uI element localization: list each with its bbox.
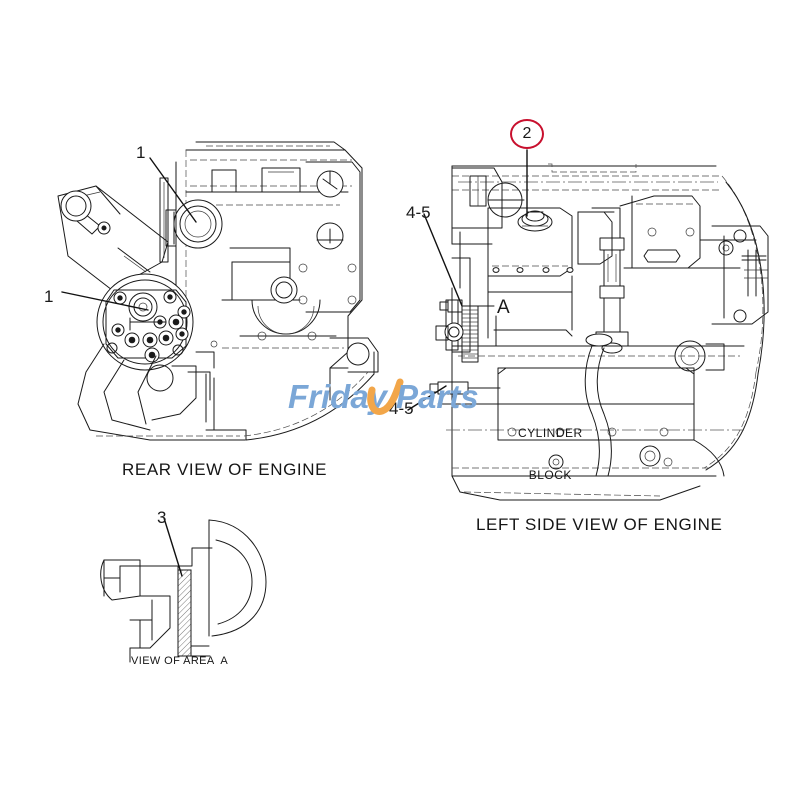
left-side-view-title: LEFT SIDE VIEW OF ENGINE <box>476 515 723 534</box>
callout-1-top: 1 <box>136 143 146 162</box>
callout-2-badge: 2 <box>510 119 544 149</box>
callout-4-5-top: 4-5 <box>406 203 431 222</box>
area-a-leaders <box>163 517 183 577</box>
area-marker-a: A <box>497 297 510 318</box>
cylinder-block-line-1: CYLINDER <box>518 426 583 440</box>
area-a-view-title: VIEW OF AREA A <box>131 655 229 667</box>
left-side-view-leaders <box>407 149 528 411</box>
callout-1-left: 1 <box>44 287 54 306</box>
area-a-detail-drawing <box>100 519 267 663</box>
rear-view-title: REAR VIEW OF ENGINE <box>122 460 328 479</box>
callout-4-5-bottom: 4-5 <box>389 399 414 418</box>
left-side-view-drawing <box>429 163 769 501</box>
cylinder-block-label: CYLINDER BLOCK <box>518 398 583 510</box>
cylinder-block-line-2: BLOCK <box>528 468 572 482</box>
callout-2-label: 2 <box>522 125 532 142</box>
rear-view-drawing <box>57 141 379 441</box>
callout-3: 3 <box>157 508 167 527</box>
rear-view-leaders <box>61 157 197 311</box>
